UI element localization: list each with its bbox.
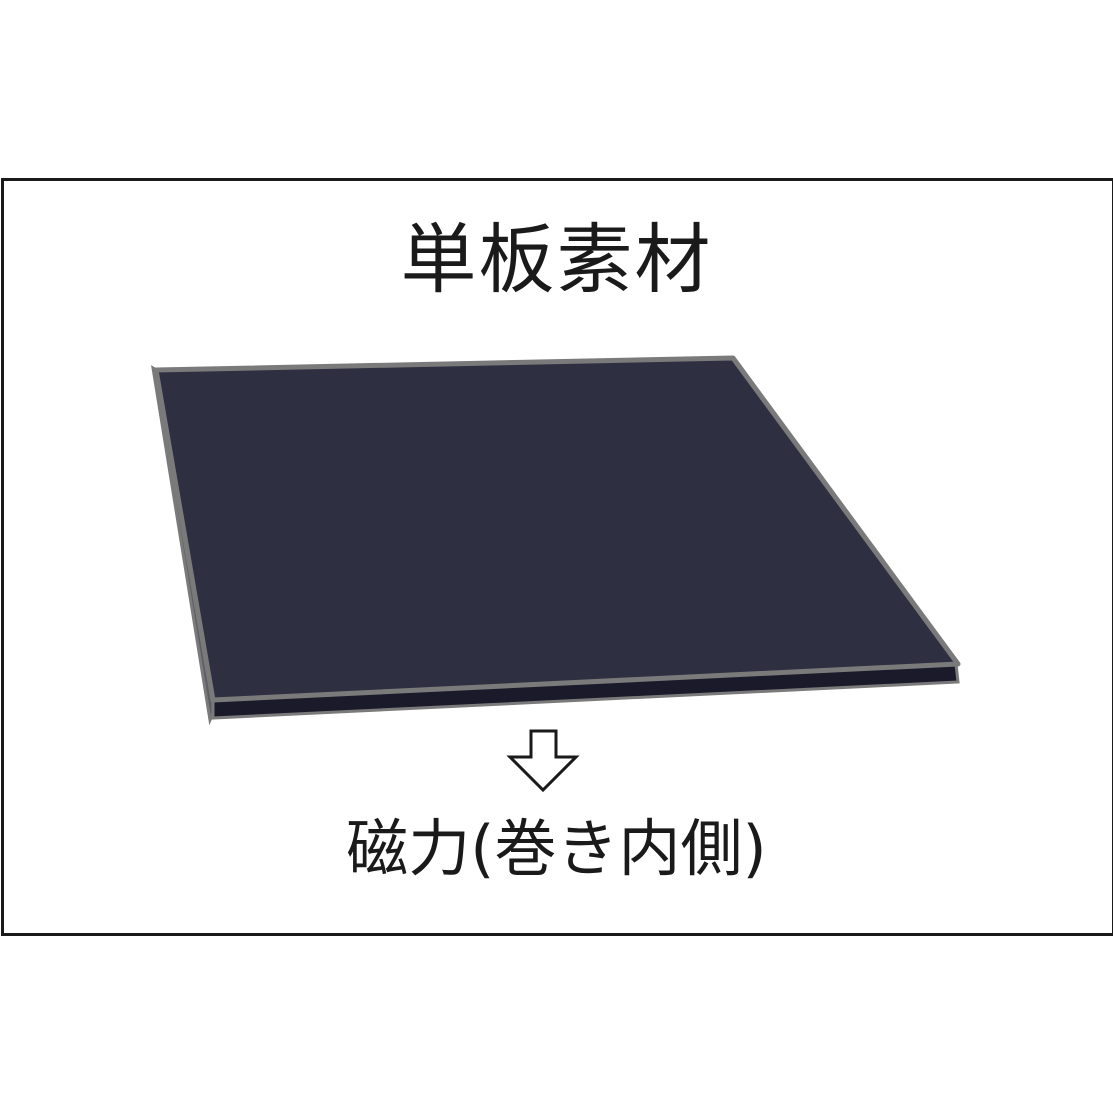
diagram-title: 単板素材: [400, 215, 713, 304]
diagram-caption: 磁力(巻き内側): [346, 812, 767, 885]
sheet-top-face: [153, 355, 961, 703]
down-arrow-icon: [506, 729, 580, 793]
